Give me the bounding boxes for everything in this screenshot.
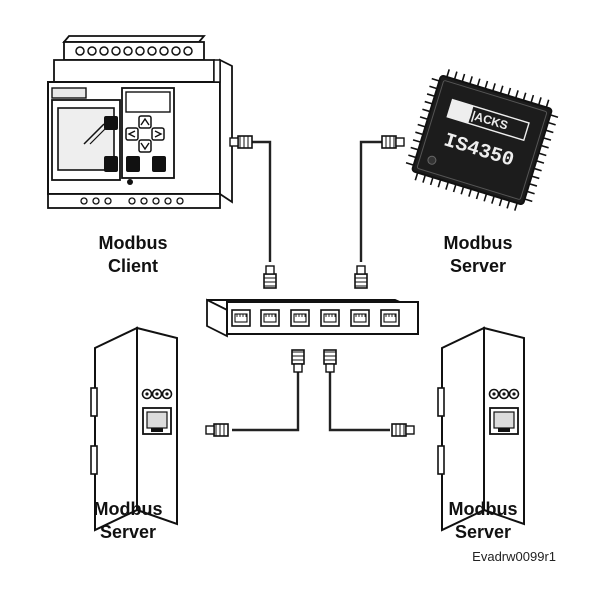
network-switch-icon	[206, 298, 419, 338]
left-module-label-line2: Server	[99, 522, 157, 542]
plc-label-line1: Modbus	[98, 233, 168, 253]
rj45-connector-icon	[229, 135, 253, 149]
rj45-connector-icon	[205, 423, 229, 437]
rj45-connector-icon	[323, 349, 337, 373]
drawing-reference: Evadrw0099r1	[472, 549, 556, 564]
rj45-connector-icon	[263, 265, 277, 289]
rj45-connector-icon	[381, 135, 405, 149]
left-module-label-line1: Modbus	[93, 499, 163, 519]
rj45-connector-icon	[291, 349, 305, 373]
microcontroller-chip-icon: IN|ACKS IS4350	[405, 69, 559, 211]
left-module-label: Modbus Server	[73, 498, 183, 544]
right-module-label-line1: Modbus	[448, 499, 518, 519]
rj45-connector-icon	[354, 265, 368, 289]
chip-label-line1: Modbus	[443, 233, 513, 253]
plc-label: Modbus Client	[78, 232, 188, 278]
right-module-label: Modbus Server	[428, 498, 538, 544]
chip-label-line2: Server	[449, 256, 507, 276]
plc-label-line2: Client	[107, 256, 158, 276]
ethernet-cables	[232, 140, 390, 432]
right-module-label-line2: Server	[454, 522, 512, 542]
chip-label: Modbus Server	[423, 232, 533, 278]
rj45-connector-icon	[391, 423, 415, 437]
plc-icon	[47, 35, 233, 209]
